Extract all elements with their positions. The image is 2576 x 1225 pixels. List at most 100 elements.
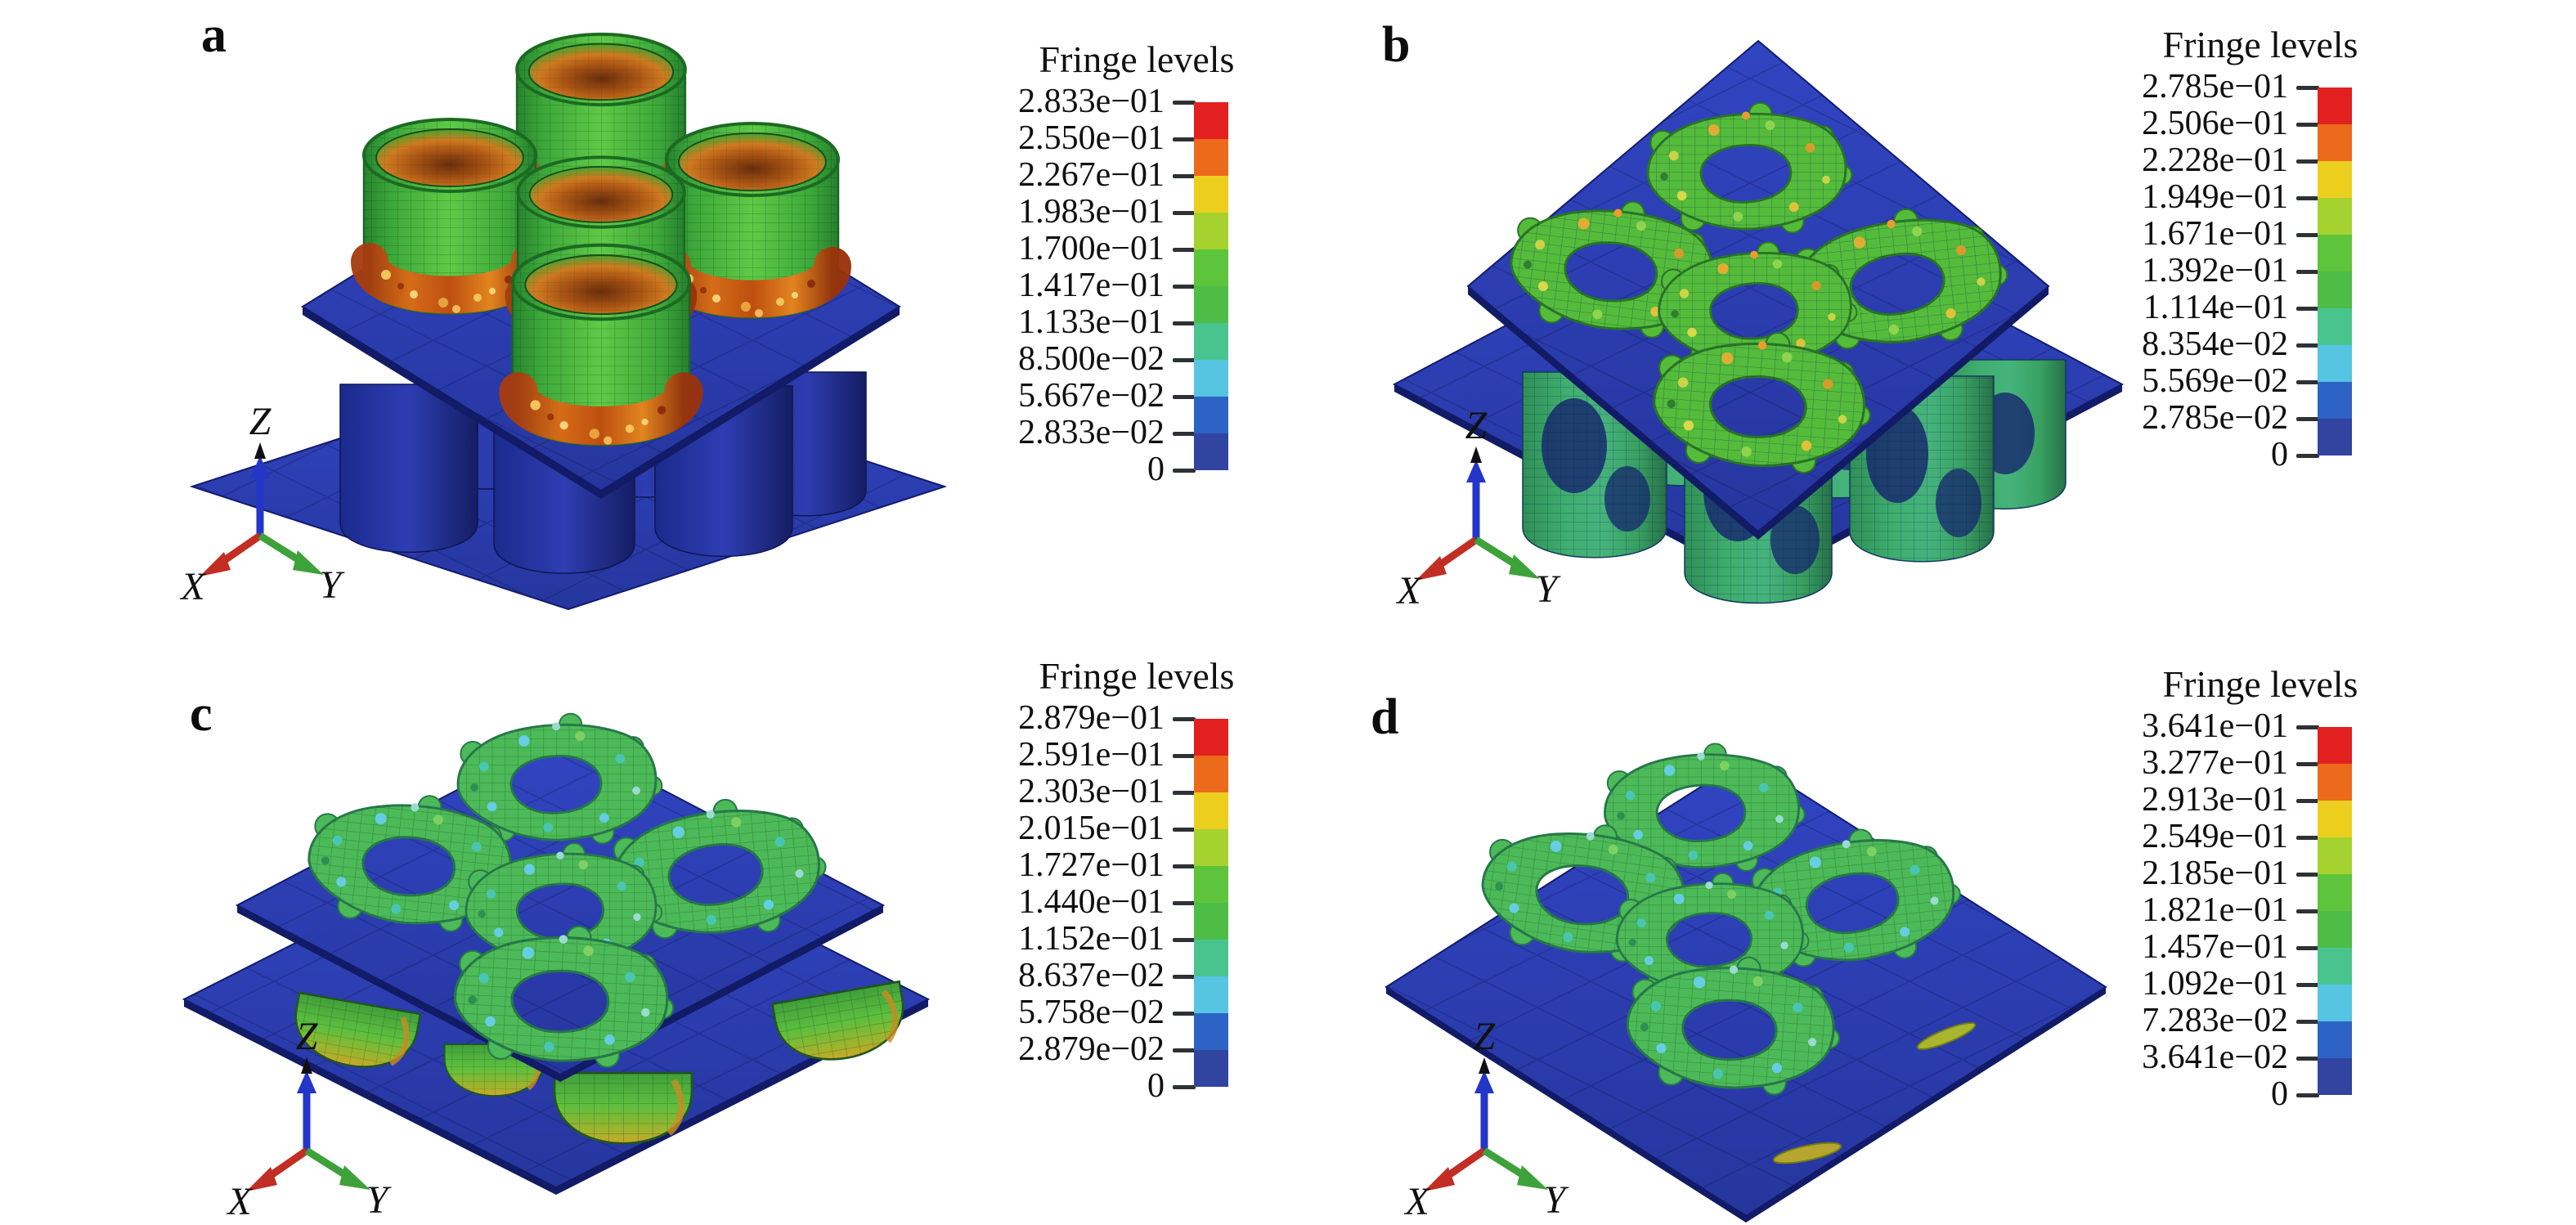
colorbar-tick: [2296, 196, 2319, 200]
colorbar-tick: [2296, 233, 2319, 237]
colorbar-tick: [2296, 270, 2319, 274]
panel-b-scene: Z X Y: [1392, 39, 2125, 610]
colorbar-tick: [1173, 137, 1196, 141]
axis-label-z: Z: [296, 1015, 319, 1058]
legend-value: 8.354e−02: [2142, 325, 2288, 363]
legend-value: 1.133e−01: [1018, 303, 1165, 341]
colorbar-block: [2318, 727, 2352, 764]
colorbar-block: [2318, 911, 2352, 948]
colorbar-ticks: [1173, 101, 1196, 473]
axis-label-y: Y: [1536, 568, 1561, 610]
colorbar-block: [1194, 792, 1228, 829]
legend-value: 0: [2271, 435, 2288, 473]
colorbar-tick: [1173, 211, 1196, 215]
colorbar-tick: [2296, 380, 2319, 384]
panel-label-a: a: [201, 7, 227, 63]
panel-label-c: c: [190, 686, 213, 742]
colorbar-tick: [2296, 343, 2319, 348]
legend-a: Fringe levels 2.833e−01 2.550e−01 2.267e…: [901, 38, 1234, 487]
colorbar-tick: [2296, 909, 2319, 913]
colorbar-block: [2318, 801, 2352, 837]
legend-title: Fringe levels: [1039, 655, 1235, 697]
axis-triad: Z X Y: [226, 1015, 391, 1223]
legend-value: 2.833e−01: [1018, 82, 1165, 120]
legend-title: Fringe levels: [1039, 38, 1235, 80]
colorbar-tick: [1173, 864, 1196, 868]
legend-title: Fringe levels: [2162, 24, 2358, 65]
legend-value: 2.015e−01: [1018, 809, 1165, 847]
colorbar-block: [2318, 161, 2352, 198]
colorbar-block: [1194, 323, 1228, 360]
legend-value: 3.641e−01: [2142, 707, 2288, 745]
colorbar-tick: [2296, 946, 2319, 950]
legend-value: 3.641e−02: [2142, 1038, 2288, 1076]
colorbar-block: [1194, 360, 1228, 397]
axis-triad: Z X Y: [179, 400, 344, 608]
colorbar-block: [1194, 286, 1228, 323]
crushed-tube: [513, 245, 689, 446]
colorbar-tick: [2296, 159, 2319, 164]
colorbar-tick: [2296, 725, 2319, 729]
legend-value: 1.949e−01: [2142, 177, 2288, 216]
colorbar-tick: [2296, 1093, 2319, 1097]
colorbar-tick: [1173, 717, 1196, 721]
colorbar-tick: [1173, 975, 1196, 979]
colorbar-block: [2318, 382, 2352, 419]
legend-values: 2.833e−01 2.550e−01 2.267e−01 1.983e−01 …: [1018, 83, 1165, 487]
debris-fragment: [1772, 1142, 1842, 1164]
colorbar-block: [2318, 764, 2352, 801]
colorbar-tick: [1173, 321, 1196, 325]
axis-label-x: X: [1395, 569, 1422, 610]
legend-value: 2.785e−01: [2142, 67, 2288, 105]
colorbar-block: [2318, 874, 2352, 911]
legend-value: 0: [2271, 1075, 2288, 1113]
legend-value: 2.228e−01: [2142, 141, 2288, 179]
axis-label-x: X: [1403, 1180, 1430, 1223]
colorbar-block: [1194, 249, 1228, 286]
colorbar: [1194, 102, 1228, 470]
colorbar-block: [2318, 1058, 2352, 1095]
legend-value: 2.879e−01: [1018, 698, 1165, 737]
colorbar-tick: [2296, 873, 2319, 877]
colorbar-block: [2318, 948, 2352, 985]
colorbar-tick: [1173, 1085, 1196, 1089]
colorbar-block: [2318, 419, 2352, 455]
colorbar-block: [1194, 976, 1228, 1013]
colorbar-block: [2318, 985, 2352, 1021]
colorbar-tick: [1173, 248, 1196, 252]
legend-value: 5.758e−02: [1018, 993, 1165, 1031]
legend-value: 8.637e−02: [1018, 956, 1165, 994]
colorbar-block: [2318, 1021, 2352, 1058]
legend-d: Fringe levels 3.641e−01 3.277e−01 2.913e…: [2025, 662, 2358, 1113]
legend-title: Fringe levels: [2162, 663, 2358, 705]
legend-value: 2.267e−01: [1018, 155, 1165, 194]
colorbar: [1194, 719, 1228, 1087]
colorbar-tick: [2296, 307, 2319, 311]
colorbar-block: [1194, 1013, 1228, 1050]
colorbar-block: [2318, 198, 2352, 235]
legend-value: 1.983e−01: [1018, 192, 1165, 231]
legend-value: 2.303e−01: [1018, 772, 1165, 810]
colorbar-block: [1194, 397, 1228, 433]
colorbar-tick: [1173, 938, 1196, 942]
legend-value: 2.591e−01: [1018, 735, 1165, 774]
colorbar-block: [1194, 903, 1228, 940]
legend-value: 1.152e−01: [1018, 919, 1165, 958]
colorbar-block: [2318, 271, 2352, 308]
colorbar-block: [2318, 88, 2352, 124]
colorbar-tick: [1173, 828, 1196, 832]
legend-value: 2.550e−01: [1018, 119, 1165, 157]
legend-value: 7.283e−02: [2142, 1001, 2288, 1039]
colorbar-tick: [2296, 836, 2319, 840]
colorbar-ticks: [1173, 717, 1196, 1089]
colorbar-block: [1194, 433, 1228, 470]
colorbar-tick: [1173, 791, 1196, 795]
colorbar-block: [1194, 829, 1228, 866]
axis-label-y: Y: [366, 1178, 392, 1222]
axis-label-y: Y: [1544, 1178, 1569, 1222]
colorbar-tick: [1173, 101, 1196, 105]
colorbar-ticks: [2296, 86, 2319, 458]
legend-value: 5.569e−02: [2142, 361, 2288, 400]
colorbar-tick: [1173, 469, 1196, 473]
